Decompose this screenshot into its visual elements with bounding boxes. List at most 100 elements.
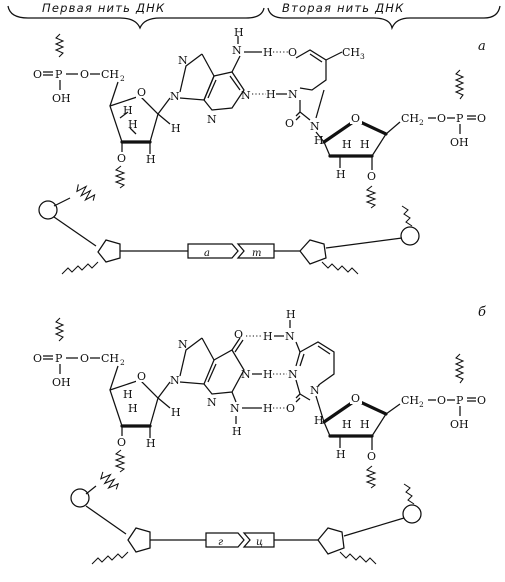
svg-text:O: O [137,370,146,383]
phosphate-circle [70,488,90,508]
right-sugar: O H H H O H CH 2 O [314,112,446,209]
svg-text:CH: CH [342,46,360,59]
svg-text:H: H [342,138,352,151]
svg-text:2: 2 [419,118,424,127]
svg-text:OH: OH [450,136,469,149]
svg-text:N: N [285,330,295,343]
svg-text:O: O [351,112,360,125]
base-box-right [236,243,275,259]
svg-text:2: 2 [120,74,125,83]
hydrogen-bonds-at [252,51,290,95]
base-box-left [205,532,245,548]
svg-text:3: 3 [360,52,365,61]
svg-text:H: H [128,118,138,131]
svg-text:H: H [123,104,133,117]
svg-text:H: H [266,88,276,101]
svg-text:H: H [146,153,156,166]
panel-b: б P O OH O CH 2 O H H H [33,305,486,565]
svg-text:N: N [178,54,188,67]
schematic-pair-b: г ц [70,471,422,565]
svg-text:O: O [80,352,89,365]
svg-text:N: N [230,402,240,415]
panel-a: а P O OH O CH 2 O H H [33,26,486,275]
svg-text:N: N [207,396,217,409]
svg-text:H: H [128,402,138,415]
svg-text:m: m [252,248,261,259]
strand-headers: Первая нить ДНК Вторая нить ДНК [7,1,501,31]
svg-text:O: O [288,46,297,59]
svg-text:O: O [477,112,486,125]
sugar-pentagon [127,527,151,553]
sugar-pentagon [317,527,345,555]
right-phosphate: P O OH [447,353,486,431]
right-sugar: O H H H O H CH 2 O [314,392,446,489]
guanine-base: N N O N H N H H N [157,328,273,438]
svg-text:CH: CH [101,352,119,365]
thymine-base: O H N CH 3 O N [266,46,365,143]
svg-text:H: H [171,406,181,419]
svg-text:O: O [437,394,446,407]
svg-text:N: N [310,384,320,397]
svg-text:O: O [437,112,446,125]
svg-text:H: H [171,122,181,135]
svg-text:N: N [241,368,251,381]
svg-text:O: O [234,328,243,341]
svg-text:O: O [367,450,376,463]
svg-text:H: H [232,425,242,438]
svg-text:P: P [55,352,63,365]
svg-text:H: H [360,138,370,151]
svg-text:ц: ц [256,537,263,548]
brace-first-strand [7,5,265,30]
left-sugar: O H H H H O [109,81,181,189]
brace-second-strand [267,5,501,31]
svg-text:2: 2 [120,358,125,367]
phosphate-circle [38,200,58,220]
svg-text:N: N [207,113,217,126]
svg-text:O: O [286,402,295,415]
svg-text:N: N [170,374,180,387]
svg-text:OH: OH [52,376,71,389]
sugar-pentagon [97,239,121,263]
svg-text:H: H [234,26,244,39]
svg-text:O: O [351,392,360,405]
base-box-left [187,243,239,259]
schematic-pair-a: a m [38,184,420,275]
svg-text:2: 2 [419,400,424,409]
svg-text:a: a [204,248,210,259]
svg-text:O: O [477,394,486,407]
svg-text:N: N [288,368,298,381]
svg-text:N: N [241,89,251,102]
right-phosphate: P O OH [447,69,486,149]
svg-text:P: P [456,394,464,407]
phosphate-circle [402,504,422,524]
svg-text:O: O [117,436,126,449]
svg-text:O: O [137,86,146,99]
svg-text:H: H [342,418,352,431]
svg-text:H: H [336,168,346,181]
panel-label: б [478,305,486,320]
adenine-base: N N N N N H H [157,26,273,126]
svg-text:P: P [456,112,464,125]
svg-text:N: N [288,88,298,101]
left-phosphate: P O OH O CH 2 [33,317,125,389]
svg-text:CH: CH [401,112,419,125]
svg-text:г: г [218,537,223,548]
svg-text:P: P [55,68,63,81]
svg-text:H: H [123,388,133,401]
svg-text:CH: CH [401,394,419,407]
cytosine-base: N H N O N [274,308,335,423]
sugar-pentagon [299,239,327,265]
svg-text:H: H [286,308,296,321]
svg-text:H: H [263,402,273,415]
panel-label: а [478,39,486,54]
base-box-right [242,532,275,548]
svg-text:N: N [232,44,242,57]
svg-text:O: O [80,68,89,81]
svg-text:CH: CH [101,68,119,81]
svg-text:N: N [170,90,180,103]
phosphate-circle [400,226,420,246]
svg-text:H: H [360,418,370,431]
svg-text:N: N [178,338,188,351]
left-phosphate: P O OH O CH 2 [33,33,125,105]
header-second-strand: Вторая нить ДНК [282,1,404,15]
